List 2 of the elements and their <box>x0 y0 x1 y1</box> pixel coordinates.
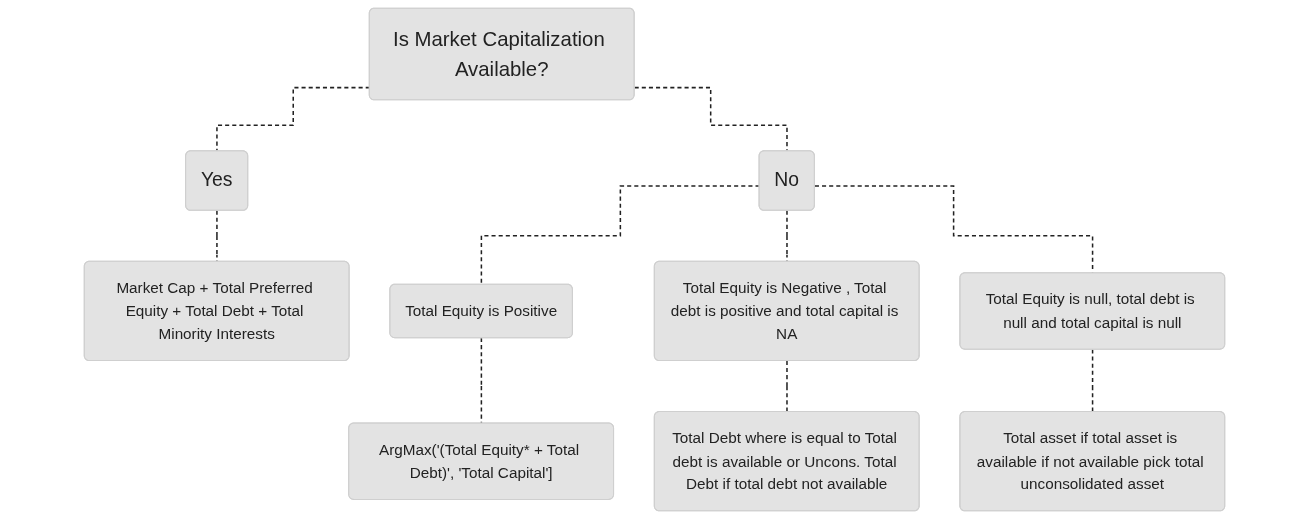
connector <box>786 360 788 413</box>
connector <box>1091 348 1094 413</box>
